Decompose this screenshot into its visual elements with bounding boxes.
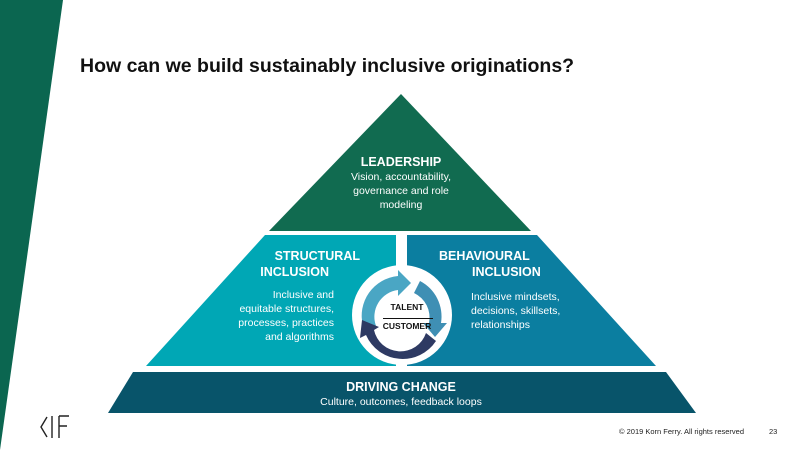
cycle-arrow-dark	[360, 320, 436, 359]
page-number: 23	[769, 427, 778, 436]
structural-desc-line2: equitable structures,	[239, 303, 334, 315]
leadership-tier	[269, 94, 531, 231]
driving-change-heading: DRIVING CHANGE	[346, 380, 456, 394]
driving-change-tier	[108, 372, 696, 413]
leadership-heading: LEADERSHIP	[360, 155, 442, 169]
structural-desc-line3: processes, practices	[238, 317, 334, 329]
behavioural-desc-line3: relationships	[471, 319, 530, 331]
leadership-desc-line2: governance and role	[353, 185, 449, 197]
cycle-arrow-mid	[414, 281, 447, 337]
behavioural-heading-line2: INCLUSION	[472, 265, 541, 279]
core-divider	[383, 318, 433, 319]
korn-ferry-logo	[40, 415, 69, 438]
behavioural-heading-line1: BEHAVIOURAL	[439, 249, 530, 263]
structural-desc-line4: and algorithms	[265, 331, 334, 343]
behavioural-desc-line2: decisions, skillsets,	[471, 305, 561, 317]
core-label-talent: TALENT	[390, 302, 424, 312]
leadership-desc-line1: Vision, accountability,	[350, 171, 451, 183]
structural-heading-line2: INCLUSION	[260, 265, 329, 279]
core-label-customer: CUSTOMER	[382, 321, 432, 331]
copyright-text: © 2019 Korn Ferry. All rights reserved	[619, 427, 745, 436]
structural-desc-line1: Inclusive and	[272, 289, 334, 301]
leadership-desc-line3: modeling	[379, 199, 423, 211]
structural-heading-line1: STRUCTURAL	[274, 249, 360, 263]
behavioural-inclusion-tier	[407, 235, 656, 366]
slide-title: How can we build sustainably inclusive o…	[80, 55, 575, 77]
driving-change-desc: Culture, outcomes, feedback loops	[320, 396, 482, 408]
structural-inclusion-tier	[146, 235, 396, 366]
cycle-arrow-light	[361, 270, 411, 326]
behavioural-desc-line1: Inclusive mindsets,	[471, 291, 560, 303]
